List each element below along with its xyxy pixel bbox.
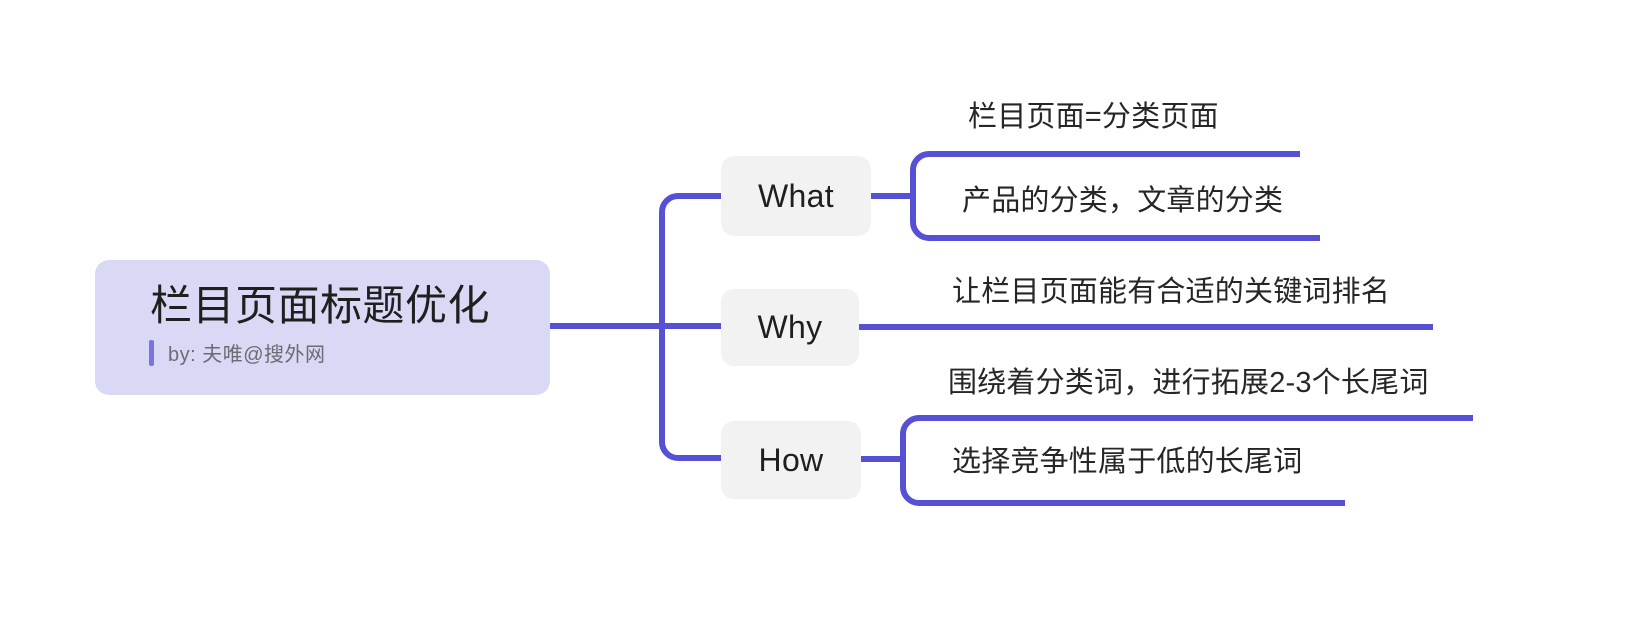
root-subtitle-row: by: 夫唯@搜外网 (95, 338, 550, 367)
wire-root-spine (659, 193, 721, 461)
leaf-text: 让栏目页面能有合适的关键词排名 (952, 276, 1391, 308)
branch-label-what: What (758, 177, 834, 214)
leaf-node[interactable]: 围绕着分类词，进行拓展2-3个长尾词 (948, 366, 1429, 406)
leaf-text: 产品的分类，文章的分类 (962, 185, 1284, 217)
branch-node-how[interactable]: How (721, 421, 861, 499)
leaf-text: 围绕着分类词，进行拓展2-3个长尾词 (948, 367, 1429, 399)
leaf-node[interactable]: 让栏目页面能有合适的关键词排名 (952, 275, 1390, 315)
root-title: 栏目页面标题优化 (150, 282, 491, 329)
root-node[interactable]: 栏目页面标题优化 by: 夫唯@搜外网 (95, 260, 550, 395)
accent-bar (149, 339, 154, 366)
branch-label-why: Why (757, 309, 823, 345)
branch-node-why[interactable]: Why (721, 289, 859, 366)
leaf-text: 选择竞争性属于低的长尾词 (952, 446, 1303, 478)
branch-label-how: How (758, 441, 824, 478)
leaf-node[interactable]: 选择竞争性属于低的长尾词 (952, 445, 1302, 485)
leaf-node[interactable]: 栏目页面=分类页面 (968, 100, 1219, 140)
root-subtitle: by: 夫唯@搜外网 (168, 344, 326, 366)
leaf-text: 栏目页面=分类页面 (968, 101, 1219, 133)
leaf-node[interactable]: 产品的分类，文章的分类 (962, 184, 1283, 224)
branch-node-what[interactable]: What (721, 156, 871, 236)
